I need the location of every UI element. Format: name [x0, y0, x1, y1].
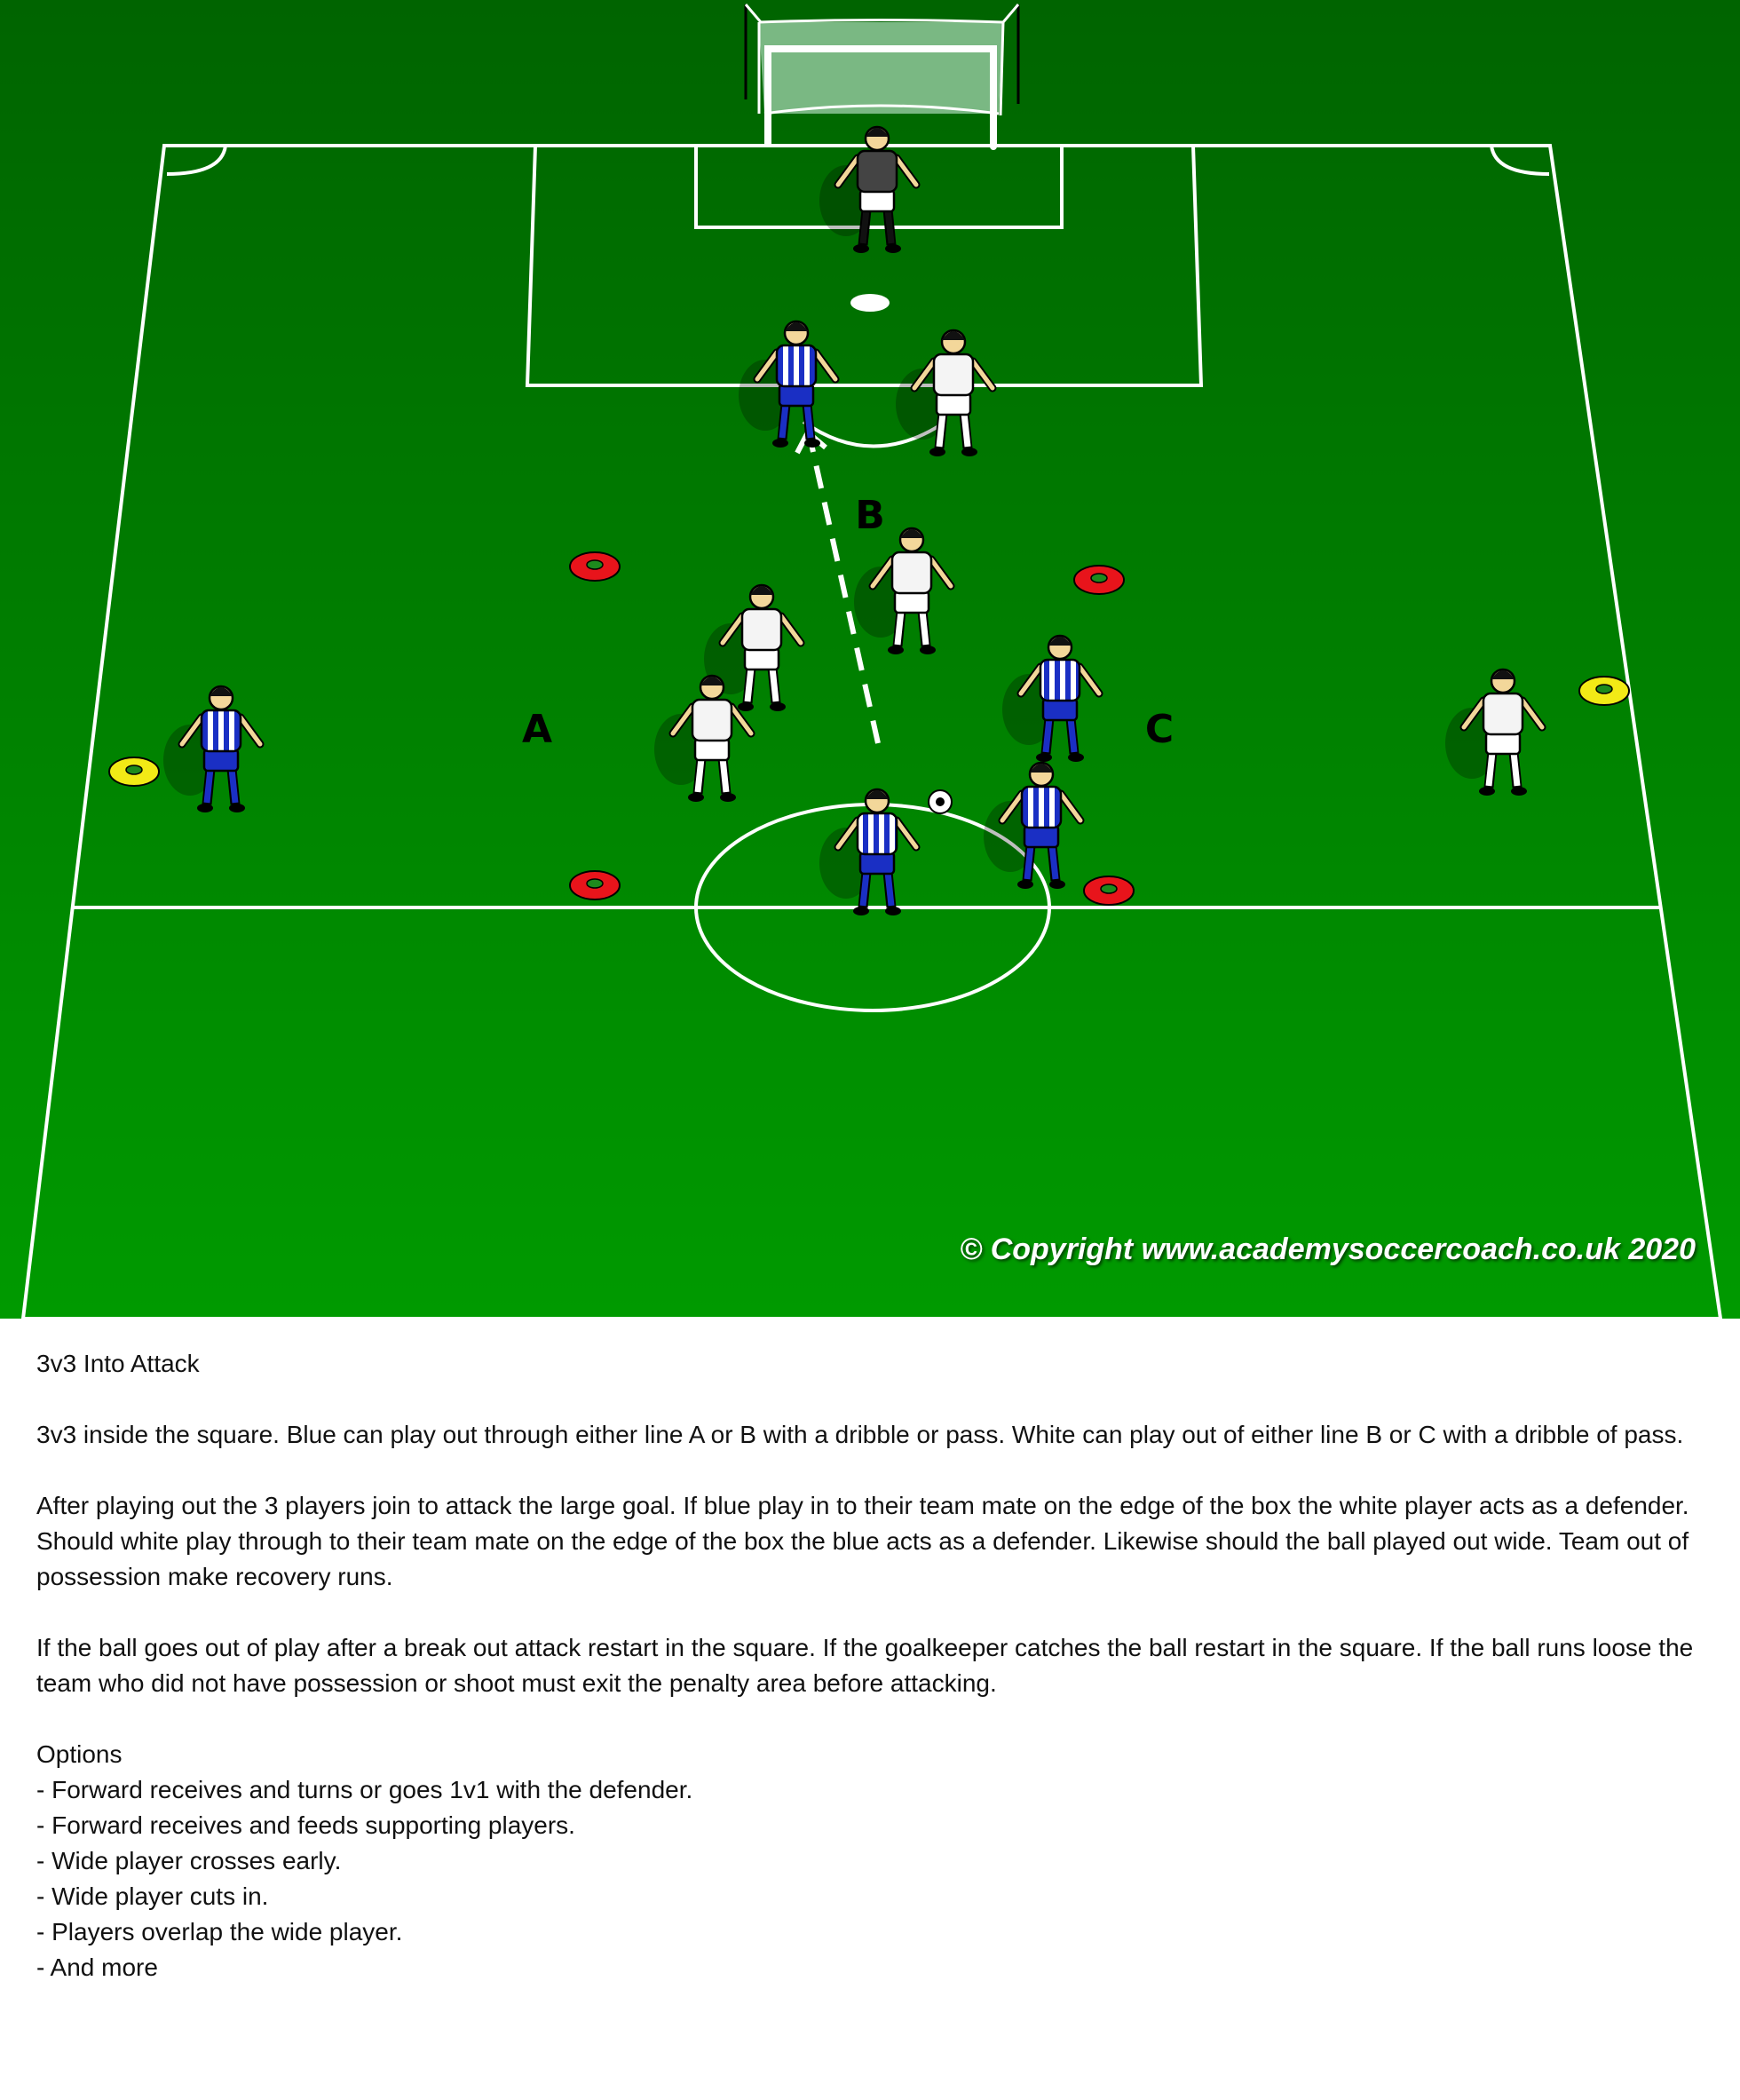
red-cone [569, 870, 621, 900]
corner-arc-left [166, 145, 227, 176]
option-item: - Wide player crosses early. [36, 1847, 342, 1874]
option-item: - Forward receives and feeds supporting … [36, 1811, 575, 1839]
description-paragraph: 3v3 inside the square. Blue can play out… [36, 1421, 1684, 1448]
white-player [1445, 668, 1546, 796]
pitch-diagram: A B C [0, 0, 1740, 1319]
white-player [896, 329, 997, 456]
options-heading: Options [36, 1740, 123, 1768]
blue-player [163, 685, 265, 812]
six-yard-box [694, 146, 1064, 229]
white-player [654, 674, 755, 802]
corner-arc-right [1490, 145, 1550, 176]
blue-player [819, 788, 921, 915]
option-item: - Players overlap the wide player. [36, 1918, 403, 1945]
goalkeeper [819, 125, 921, 253]
penalty-arc [802, 420, 947, 448]
blue-player [984, 761, 1085, 889]
yellow-cone [1578, 676, 1630, 706]
ball [928, 789, 953, 814]
penalty-spot [850, 294, 890, 312]
red-cone [1083, 876, 1135, 906]
blue-player [1002, 634, 1103, 762]
zone-label-b: B [855, 493, 885, 538]
description-paragraph: If the ball goes out of play after a bre… [36, 1634, 1694, 1697]
drill-title: 3v3 Into Attack [36, 1350, 200, 1377]
option-item: - Forward receives and turns or goes 1v1… [36, 1776, 693, 1803]
option-item: - Wide player cuts in. [36, 1882, 269, 1910]
goal [744, 4, 1020, 150]
touchlines [20, 144, 1723, 1319]
white-player [704, 583, 805, 711]
red-cone [569, 551, 621, 582]
drill-description: 3v3 Into Attack 3v3 inside the square. B… [36, 1346, 1705, 1985]
penalty-box [525, 145, 1204, 387]
zone-label-a: A [522, 707, 552, 752]
white-player [854, 527, 955, 654]
yellow-cone [108, 757, 160, 787]
copyright-notice: © Copyright www.academysoccercoach.co.uk… [960, 1232, 1696, 1266]
option-item: - And more [36, 1953, 158, 1981]
blue-player [739, 320, 840, 448]
description-paragraph: After playing out the 3 players join to … [36, 1492, 1689, 1590]
options-list: Options - Forward receives and turns or … [36, 1737, 1705, 1985]
red-cone [1073, 565, 1125, 595]
zone-label-c: C [1145, 707, 1174, 752]
